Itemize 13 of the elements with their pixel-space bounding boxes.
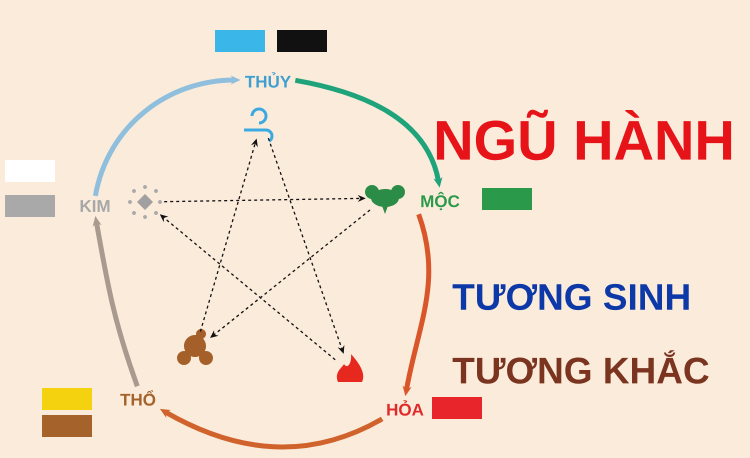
element-label: THỦY [245,72,291,88]
element-label: THỔ [120,390,156,406]
subtitle: TƯƠNG SINH [452,284,689,310]
element-label: MỘC [421,192,460,210]
element-label: HỎA [387,400,424,416]
subtitle: TƯƠNG KHẮC [452,350,709,384]
element-icon [336,354,364,382]
element-icon [365,185,405,214]
element-label: KIM [80,200,110,212]
title: NGŨ HÀNH [436,110,732,160]
element-icon [242,108,274,143]
element-icon [128,185,162,219]
element-icon [177,329,213,365]
